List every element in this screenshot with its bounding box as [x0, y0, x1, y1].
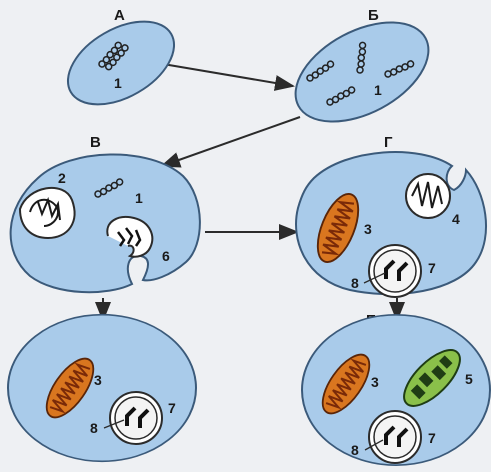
panel-b-letter: Б: [368, 7, 379, 24]
panel-d-number-3: 3: [94, 372, 102, 388]
panel-b-number: 1: [374, 82, 382, 98]
panel-g-letter: Г: [384, 134, 393, 151]
panel-v-number-2: 2: [58, 170, 66, 186]
arrow-b-to-v: [162, 117, 300, 166]
panel-g-number-8: 8: [351, 275, 359, 291]
panel-v-letter: В: [90, 134, 101, 151]
panel-d-nucleus: [110, 392, 162, 444]
panel-g-nucleus: [369, 245, 421, 297]
panel-d-animal-cell: Д 3 8 7: [8, 312, 196, 461]
panel-e-number-5: 5: [465, 371, 473, 387]
panel-v-number-6: 6: [162, 248, 170, 264]
arrow-a-to-b: [163, 64, 293, 86]
panel-d-number-7: 7: [168, 400, 176, 416]
panel-g-number-4: 4: [452, 211, 460, 227]
panel-e-nucleus: [369, 411, 421, 463]
panel-v-cell-invagination: В 2 1 6: [11, 134, 200, 292]
panel-v-number-1: 1: [135, 190, 143, 206]
panel-d-cell: [8, 315, 196, 462]
panel-e-number-7: 7: [428, 430, 436, 446]
panel-g-eukaryote-engulfing: Г 4 3 8 7: [296, 134, 486, 297]
panel-a-letter: А: [114, 7, 125, 24]
panel-e-number-3: 3: [371, 374, 379, 390]
panel-g-number-3: 3: [364, 221, 372, 237]
panel-d-number-8: 8: [90, 420, 98, 436]
panel-a-prokaryote: А 1: [54, 5, 188, 122]
panel-e-plant-cell: Е 3 5 8 7: [302, 312, 490, 465]
panel-g-engulfed-organelle: [406, 174, 450, 218]
panel-b-prokaryote: Б 1: [279, 2, 445, 142]
panel-e-number-8: 8: [351, 442, 359, 458]
panel-a-number: 1: [114, 75, 122, 91]
panel-g-number-7: 7: [428, 260, 436, 276]
